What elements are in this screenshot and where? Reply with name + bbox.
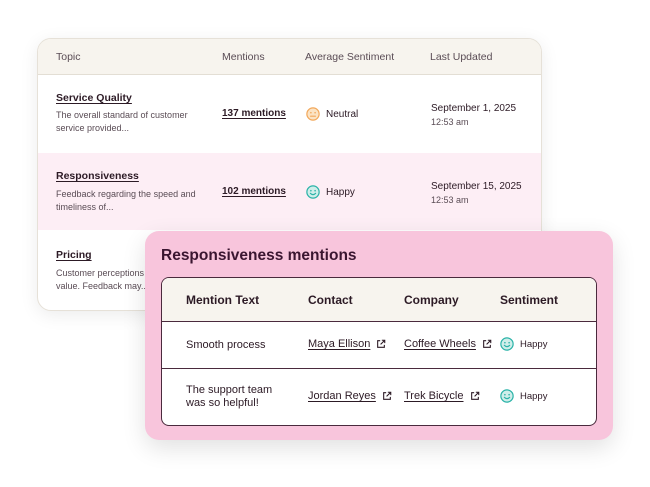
topic-description-line: timeliness of...: [56, 201, 114, 212]
external-link-icon[interactable]: [376, 339, 386, 349]
mention-text-line: The support team: [186, 384, 273, 396]
external-link-icon[interactable]: [470, 391, 480, 401]
header-last-updated[interactable]: Last Updated: [430, 51, 493, 63]
mention-row[interactable]: Smooth process Maya Ellison Coffee Wheel…: [162, 322, 596, 369]
topic-row-pricing[interactable]: Pricing Customer perceptions value. Feed…: [38, 231, 541, 308]
sentiment-cell: Happy: [306, 185, 355, 199]
header-average-sentiment[interactable]: Average Sentiment: [305, 51, 395, 63]
header-mentions[interactable]: Mentions: [222, 51, 265, 63]
header-sentiment[interactable]: Sentiment: [500, 293, 559, 307]
happy-face-icon: [306, 185, 320, 199]
topic-description-line: Customer perceptions: [56, 268, 145, 278]
topic-description-line: value. Feedback may...: [56, 280, 149, 291]
header-contact[interactable]: Contact: [308, 293, 353, 307]
last-updated-date: September 15, 2025: [431, 181, 522, 192]
header-topic[interactable]: Topic: [56, 51, 81, 63]
mentions-count-link[interactable]: 137 mentions: [222, 108, 286, 119]
sentiment-cell: Happy: [500, 389, 547, 403]
mention-row[interactable]: The support team was so helpful! Jordan …: [162, 369, 596, 425]
panel-title: Responsiveness mentions: [161, 247, 357, 264]
sentiment-cell: Happy: [500, 337, 547, 351]
sentiment-cell: Neutral: [306, 107, 358, 121]
topic-name-link[interactable]: Responsiveness: [56, 170, 139, 182]
sentiment-label: Happy: [326, 186, 355, 198]
topic-row-responsiveness[interactable]: Responsiveness Feedback regarding the sp…: [38, 153, 541, 230]
company-link[interactable]: Coffee Wheels: [404, 338, 492, 350]
topics-table-header: Topic Mentions Average Sentiment Last Up…: [38, 39, 541, 75]
topic-description-line: Feedback regarding the speed and: [56, 189, 196, 199]
sentiment-label: Neutral: [326, 108, 359, 120]
external-link-icon[interactable]: [382, 391, 392, 401]
company-name[interactable]: Trek Bicycle: [404, 390, 464, 402]
mention-text-line: was so helpful!: [186, 397, 259, 409]
company-name[interactable]: Coffee Wheels: [404, 338, 476, 350]
last-updated-time: 12:53 am: [431, 117, 469, 127]
topic-description-line: service provided...: [56, 122, 130, 133]
header-company[interactable]: Company: [404, 293, 459, 307]
mentions-table-header: Mention Text Contact Company Sentiment: [162, 278, 596, 322]
last-updated-date: September 1, 2025: [431, 103, 517, 114]
topic-description: Feedback regarding the speed and timelin…: [56, 188, 206, 213]
sentiment-label: Happy: [520, 338, 548, 350]
mention-text: Smooth process: [186, 339, 296, 352]
contact-name[interactable]: Jordan Reyes: [308, 390, 376, 402]
header-mention-text[interactable]: Mention Text: [186, 293, 260, 307]
contact-name[interactable]: Maya Ellison: [308, 338, 371, 350]
neutral-face-icon: [306, 107, 320, 121]
mentions-panel: Responsiveness mentions Mention Text Con…: [145, 231, 613, 440]
sentiment-label: Happy: [520, 390, 548, 402]
topic-name-link[interactable]: Pricing: [56, 249, 92, 261]
topic-name-link[interactable]: Service Quality: [56, 92, 132, 104]
topic-description: The overall standard of customer service…: [56, 109, 206, 134]
happy-face-icon: [500, 389, 514, 403]
contact-link[interactable]: Jordan Reyes: [308, 390, 392, 402]
mentions-table: Mention Text Contact Company Sentiment S…: [161, 277, 597, 426]
external-link-icon[interactable]: [482, 339, 492, 349]
topic-description: Customer perceptions value. Feedback may…: [56, 267, 206, 292]
topic-description-line: The overall standard of customer: [56, 110, 188, 120]
company-link[interactable]: Trek Bicycle: [404, 390, 480, 402]
happy-face-icon: [500, 337, 514, 351]
last-updated-time: 12:53 am: [431, 195, 469, 205]
contact-link[interactable]: Maya Ellison: [308, 338, 386, 350]
topic-row-service-quality[interactable]: Service Quality The overall standard of …: [38, 75, 541, 152]
mention-text-line: Smooth process: [186, 339, 266, 351]
mention-text: The support team was so helpful!: [186, 384, 296, 410]
mentions-count-link[interactable]: 102 mentions: [222, 186, 286, 197]
